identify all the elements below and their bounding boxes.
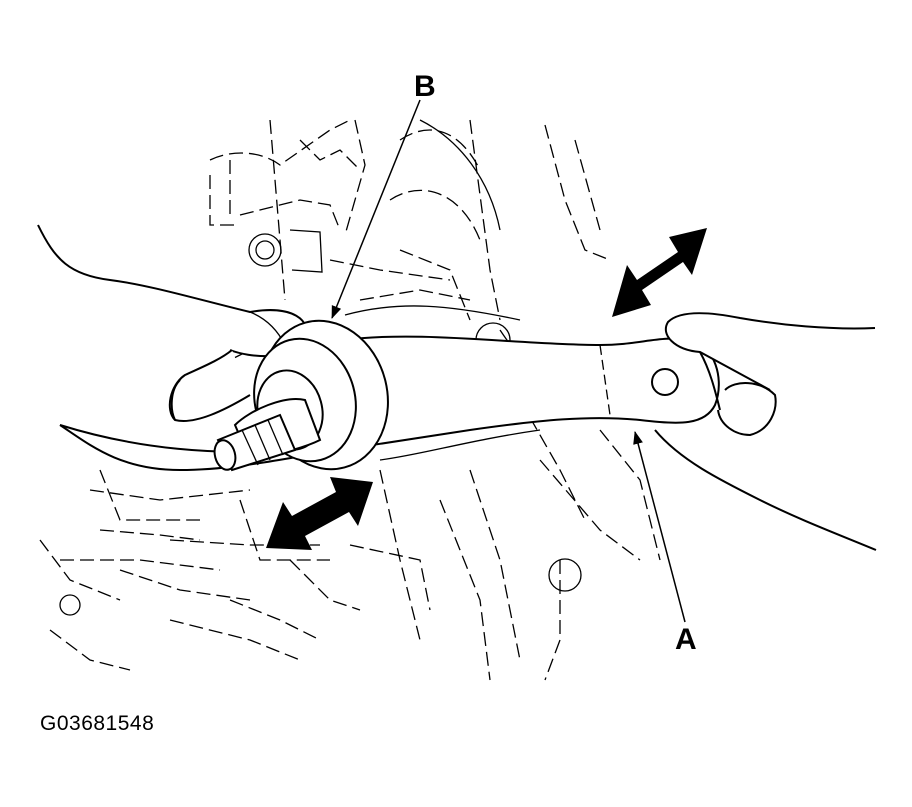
seal-driver [213,319,389,472]
callout-label-b: B [414,70,436,103]
figure-code: G03681548 [40,712,155,735]
pry-bar [338,335,720,452]
motion-arrow-upper [612,228,707,317]
motion-arrow-lower [266,477,373,550]
leader-line-b [331,99,421,319]
callout-label-a: A [675,623,697,656]
right-hand [654,312,877,551]
leader-line-a [633,431,686,623]
transmission-housing [39,119,661,681]
